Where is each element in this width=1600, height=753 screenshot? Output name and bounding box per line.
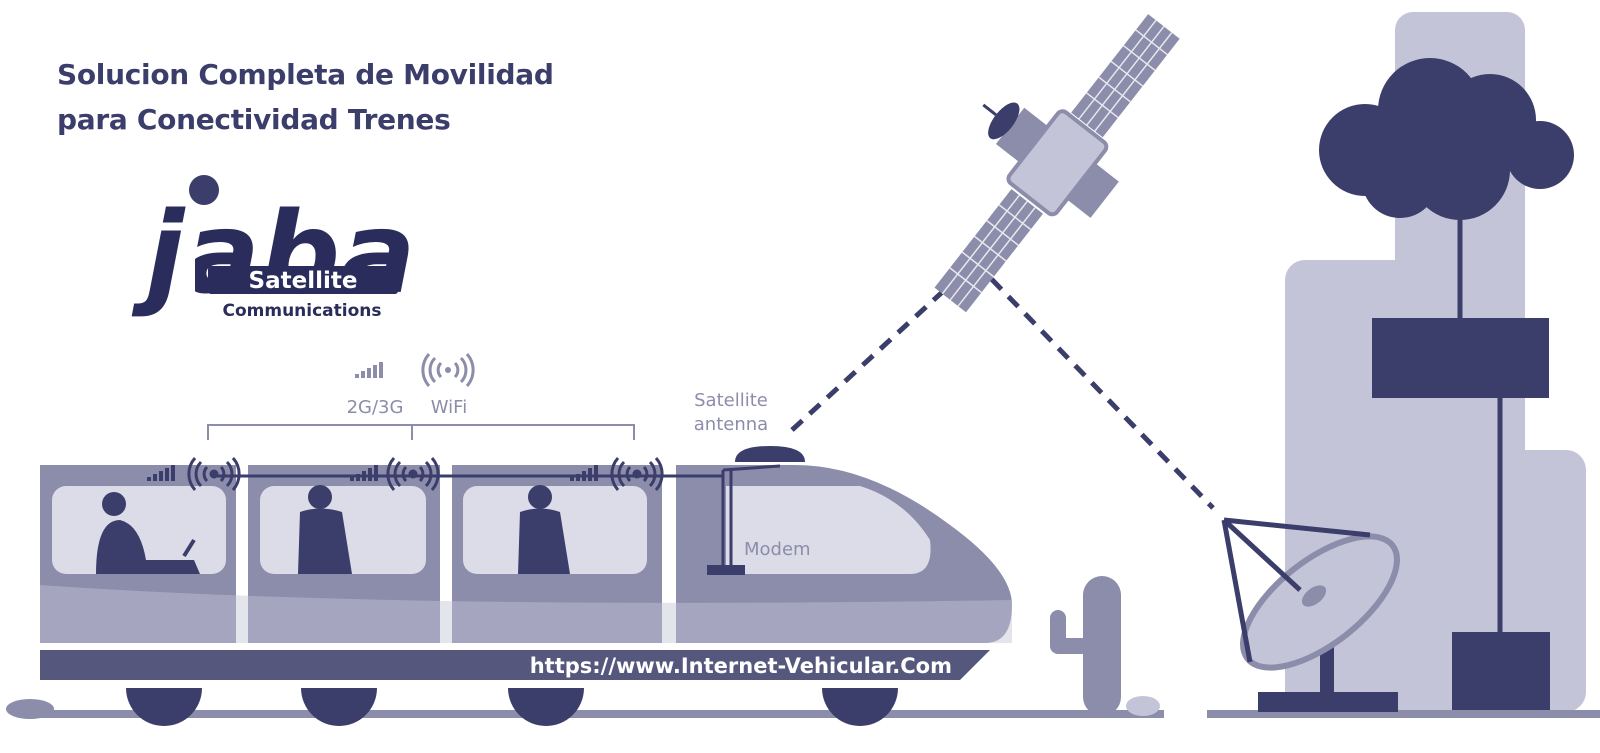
signal-bars-icon	[355, 362, 383, 378]
roof-signal-units	[147, 457, 664, 491]
network-server	[1372, 205, 1550, 712]
modem-icon	[707, 565, 745, 575]
train-banner-url: https://www.Internet-Vehicular.Com	[530, 654, 952, 678]
headline-line-2: para Conectividad Trenes	[57, 103, 451, 136]
headline: Solucion Completa de Movilidad para Cone…	[57, 52, 554, 142]
label-2g3g: 2G/3G	[347, 397, 404, 418]
cloud-icon	[1319, 58, 1574, 220]
headline-line-1: Solucion Completa de Movilidad	[57, 58, 554, 91]
label-antenna-line1: Satellite	[694, 390, 768, 411]
modem-label: Modem	[744, 539, 811, 560]
ground-line	[6, 696, 1600, 719]
satellite-link-lines	[790, 260, 1215, 510]
passengers	[96, 485, 570, 574]
label-antenna-line2: antenna	[694, 414, 768, 435]
label-wifi: WiFi	[431, 397, 467, 418]
person-icon	[183, 224, 195, 296]
connectivity-labels: 2G/3G WiFi Satellite antenna	[207, 353, 768, 440]
jaba-logo: jaba Satellite Communications	[130, 175, 417, 321]
train: Modem	[40, 446, 1012, 726]
cactus-icon	[1050, 576, 1121, 716]
logo-tagline: Satellite	[249, 268, 358, 294]
wifi-waves-icon	[421, 353, 475, 387]
satellite-icon	[934, 14, 1180, 313]
satellite-dish-icon	[1221, 517, 1400, 712]
train-wheels	[126, 688, 898, 726]
logo-subline: Communications	[222, 301, 381, 321]
satellite-antenna-icon	[735, 446, 805, 462]
logo-word: jaba	[131, 189, 416, 319]
